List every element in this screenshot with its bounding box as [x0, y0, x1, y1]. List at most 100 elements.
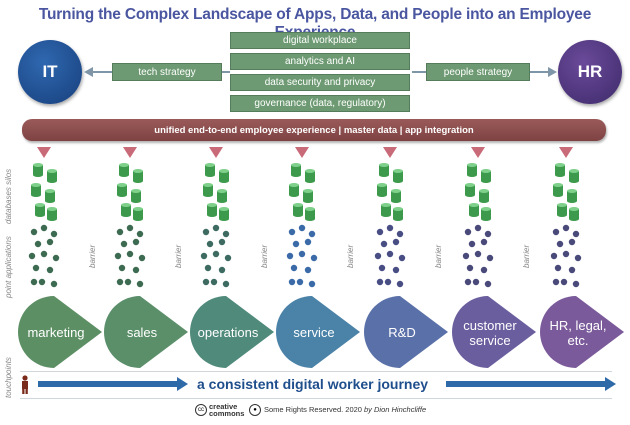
- app-dot-icon: [212, 250, 220, 258]
- hr-label: HR: [577, 62, 603, 81]
- people-strategy-box: people strategy: [426, 63, 530, 81]
- app-dot-icon: [114, 252, 122, 260]
- app-dot-icon: [292, 240, 300, 248]
- app-dot-icon: [562, 250, 570, 258]
- app-dot-icon: [386, 250, 394, 258]
- separator-bottom: [20, 398, 612, 399]
- journey-arrowhead-right: [605, 377, 616, 391]
- app-dot-icon: [556, 240, 564, 248]
- app-dot-icon: [380, 240, 388, 248]
- database-icon: [293, 203, 303, 217]
- author-text: by Dion Hinchcliffe: [364, 405, 427, 414]
- app-dot-icon: [392, 266, 400, 274]
- app-dot-icon: [218, 238, 226, 246]
- database-icon: [31, 183, 41, 197]
- app-dot-icon: [136, 230, 144, 238]
- app-dot-icon: [484, 280, 492, 288]
- department-1: sales: [104, 296, 190, 369]
- app-dot-icon: [386, 224, 394, 232]
- app-dot-icon: [296, 278, 304, 286]
- database-icon: [33, 163, 43, 177]
- app-dot-icon: [210, 278, 218, 286]
- database-icon: [481, 169, 491, 183]
- department-label: sales: [126, 325, 158, 340]
- department-label: service: [293, 325, 335, 340]
- department-label: R&D: [388, 325, 416, 340]
- database-icon: [377, 183, 387, 197]
- database-icon: [555, 163, 565, 177]
- down-triangle-icon: [559, 147, 573, 158]
- app-dot-icon: [200, 252, 208, 260]
- journey-arrow-left: [38, 381, 178, 387]
- database-icon: [207, 203, 217, 217]
- app-dot-icon: [212, 224, 220, 232]
- app-dot-icon: [46, 266, 54, 274]
- center-box-analytics: analytics and AI: [230, 53, 410, 70]
- database-icon: [219, 207, 229, 221]
- app-dot-icon: [206, 240, 214, 248]
- database-icon: [133, 207, 143, 221]
- department-shape: [540, 296, 624, 368]
- database-icon: [45, 189, 55, 203]
- department-drop-shape: [540, 296, 624, 368]
- center-box-security: data security and privacy: [230, 74, 410, 91]
- database-icon: [381, 203, 391, 217]
- app-dot-icon: [552, 278, 560, 286]
- database-icon: [203, 183, 213, 197]
- app-dot-icon: [310, 254, 318, 262]
- app-dot-icon: [484, 230, 492, 238]
- app-dot-icon: [396, 280, 404, 288]
- app-dot-icon: [572, 280, 580, 288]
- database-icon: [305, 207, 315, 221]
- database-icon: [47, 169, 57, 183]
- attribution-icon: ●: [249, 404, 261, 416]
- person-icon: [22, 375, 28, 394]
- app-dot-icon: [126, 224, 134, 232]
- department-label: marketing: [27, 325, 85, 340]
- app-dot-icon: [462, 252, 470, 260]
- app-dot-icon: [52, 254, 60, 262]
- down-triangle-icon: [295, 147, 309, 158]
- app-dot-icon: [286, 252, 294, 260]
- app-dot-icon: [554, 264, 562, 272]
- down-triangle-icon: [37, 147, 51, 158]
- center-box-digital-workplace: digital workplace: [230, 32, 410, 49]
- app-dot-icon: [304, 238, 312, 246]
- department-shape: [18, 296, 102, 368]
- app-dot-icon: [46, 238, 54, 246]
- database-icon: [465, 183, 475, 197]
- app-dot-icon: [202, 278, 210, 286]
- app-dot-icon: [288, 278, 296, 286]
- app-dot-icon: [224, 254, 232, 262]
- app-dot-icon: [304, 266, 312, 274]
- app-dot-icon: [50, 230, 58, 238]
- people-arrow-head: [548, 67, 557, 77]
- app-dot-icon: [550, 252, 558, 260]
- app-dot-icon: [124, 278, 132, 286]
- app-dot-icon: [486, 254, 494, 262]
- journey-arrow-right: [446, 381, 606, 387]
- database-icon: [569, 169, 579, 183]
- database-icon: [569, 207, 579, 221]
- app-dot-icon: [218, 266, 226, 274]
- app-dot-icon: [574, 254, 582, 262]
- hr-circle: HR: [558, 40, 622, 104]
- app-dot-icon: [568, 266, 576, 274]
- app-dot-icon: [472, 278, 480, 286]
- rights-text: Some Rights Reserved. 2020: [264, 405, 362, 414]
- app-dot-icon: [32, 264, 40, 272]
- database-icon: [481, 207, 491, 221]
- database-icon: [117, 183, 127, 197]
- department-4: R&D: [364, 296, 450, 369]
- app-dot-icon: [222, 280, 230, 288]
- unified-experience-bar: unified end-to-end employee experience |…: [22, 119, 606, 141]
- tech-strategy-box: tech strategy: [112, 63, 222, 81]
- journey-arrowhead-left: [177, 377, 188, 391]
- department-6: HR, legal, etc.: [540, 296, 626, 369]
- app-dot-icon: [28, 252, 36, 260]
- app-dot-icon: [138, 254, 146, 262]
- app-dot-icon: [466, 264, 474, 272]
- app-dot-icon: [38, 278, 46, 286]
- app-dot-icon: [222, 230, 230, 238]
- app-dot-icon: [308, 280, 316, 288]
